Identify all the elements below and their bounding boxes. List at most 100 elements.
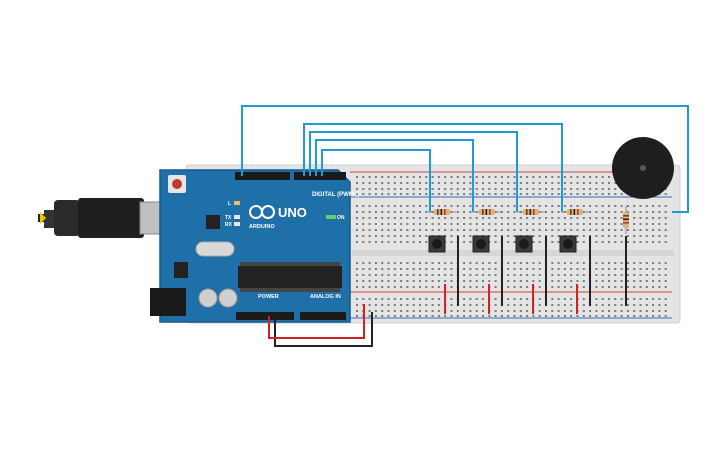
breadboard-hole [664, 262, 667, 264]
breadboard-hole [519, 229, 522, 231]
breadboard-hole [400, 217, 403, 219]
breadboard-hole [374, 268, 377, 270]
breadboard-hole [519, 182, 522, 184]
breadboard-hole [570, 262, 573, 264]
breadboard-hole [639, 304, 642, 306]
breadboard-hole [589, 205, 592, 207]
breadboard-hole [463, 193, 466, 195]
breadboard-hole [400, 286, 403, 288]
power-jack[interactable] [150, 288, 186, 316]
piezo-buzzer[interactable] [612, 137, 674, 199]
breadboard-hole [513, 205, 516, 207]
breadboard-hole [469, 262, 472, 264]
wire-gnd[interactable] [274, 312, 373, 347]
breadboard-hole [450, 205, 453, 207]
breadboard-hole [482, 229, 484, 231]
breadboard-hole [513, 217, 516, 219]
breadboard-hole [595, 235, 598, 237]
breadboard-hole [664, 274, 667, 276]
breadboard-hole [412, 262, 415, 264]
breadboard-hole [513, 241, 516, 243]
breadboard-hole [526, 310, 529, 312]
breadboard-hole [513, 176, 516, 178]
wire-5v[interactable] [268, 304, 365, 339]
breadboard-hole [608, 262, 610, 264]
wire-button-1[interactable] [321, 149, 431, 212]
breadboard-hole [589, 176, 592, 178]
breadboard-hole [507, 315, 510, 317]
resistor[interactable] [517, 209, 545, 215]
breadboard-hole [658, 205, 661, 207]
breadboard-hole [374, 223, 377, 225]
breadboard-hole [488, 262, 491, 264]
breadboard-hole [633, 286, 636, 288]
breadboard-hole [608, 241, 610, 243]
breadboard-hole [526, 286, 529, 288]
breadboard-hole [664, 304, 667, 306]
wire-button-2[interactable] [315, 139, 474, 212]
breadboard-hole [456, 176, 459, 178]
breadboard-hole [494, 223, 497, 225]
breadboard-hole [595, 262, 598, 264]
breadboard-hole [570, 193, 573, 195]
breadboard-hole [614, 182, 617, 184]
breadboard-hole [652, 268, 655, 270]
breadboard-hole [494, 268, 497, 270]
breadboard-hole [387, 176, 390, 178]
wire-buzzer[interactable] [241, 105, 689, 213]
breadboard-hole [551, 188, 554, 190]
breadboard-hole [400, 310, 403, 312]
breadboard-hole [412, 188, 415, 190]
breadboard-hole [645, 217, 648, 219]
breadboard-hole [425, 280, 428, 282]
breadboard-hole [557, 193, 560, 195]
breadboard-hole [519, 286, 522, 288]
resistor-vertical[interactable] [623, 206, 629, 234]
breadboard-hole [658, 217, 661, 219]
resistor[interactable] [473, 209, 501, 215]
analog-header [300, 312, 346, 320]
breadboard-hole [595, 176, 598, 178]
breadboard-hole [664, 223, 667, 225]
breadboard-hole [601, 176, 604, 178]
breadboard-hole [645, 280, 648, 282]
breadboard-hole [463, 298, 466, 300]
breadboard-hole [368, 193, 371, 195]
breadboard-hole [393, 235, 396, 237]
push-button[interactable] [515, 235, 533, 253]
breadboard-hole [589, 217, 592, 219]
resistor[interactable] [428, 209, 456, 215]
breadboard-hole [532, 193, 535, 195]
push-button[interactable] [428, 235, 446, 253]
breadboard-hole [494, 304, 497, 306]
breadboard-hole [614, 304, 617, 306]
wire-button-4[interactable] [303, 123, 563, 212]
breadboard-hole [507, 304, 510, 306]
arduino-uno-board[interactable]: DIGITAL (PWM~) UNO ARDUINO L TX RX ON [150, 169, 359, 323]
breadboard-hole [475, 315, 478, 317]
breadboard-hole [601, 235, 604, 237]
breadboard-hole [664, 205, 667, 207]
breadboard-hole [456, 217, 459, 219]
breadboard-hole [393, 176, 396, 178]
push-button[interactable] [559, 235, 577, 253]
breadboard-hole [374, 315, 377, 317]
push-buttons [428, 235, 577, 253]
breadboard-hole [532, 205, 535, 207]
push-button[interactable] [472, 235, 490, 253]
resistor[interactable] [561, 209, 589, 215]
breadboard-hole [507, 268, 510, 270]
usb-cable[interactable] [38, 198, 175, 238]
breadboard-hole [595, 274, 598, 276]
wire-button-3[interactable] [309, 131, 518, 212]
breadboard-hole [469, 304, 472, 306]
breadboard-hole [513, 280, 516, 282]
led-tx [234, 215, 240, 219]
breadboard-hole [633, 241, 636, 243]
breadboard-hole [620, 286, 623, 288]
breadboard-hole [374, 229, 377, 231]
breadboard-hole [419, 211, 421, 213]
breadboard-hole [576, 235, 579, 237]
breadboard-hole [563, 315, 566, 317]
